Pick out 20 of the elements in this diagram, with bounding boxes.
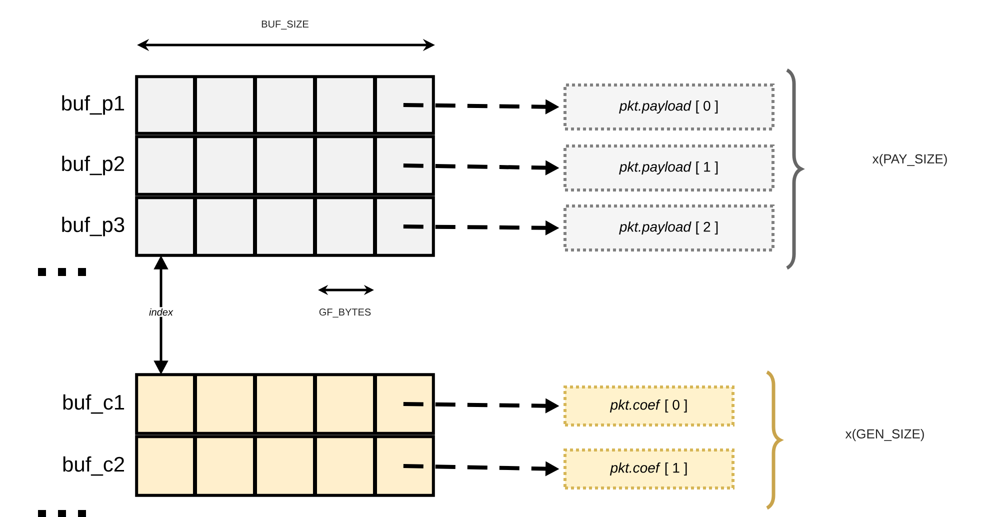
row-label: buf_c1: [63, 394, 124, 414]
buffer-row: [63, 373, 435, 435]
row-label: buf_p3: [62, 216, 124, 236]
packet-box: pkt.payload [ 2 ]: [564, 204, 774, 252]
packet-box: pkt.payload [ 1 ]: [564, 144, 774, 192]
buffer-row: [63, 435, 435, 497]
brace-label: x(PAY_SIZE): [872, 154, 947, 166]
buffer-row: [62, 75, 435, 135]
dimension-label: GF_BYTES: [319, 308, 371, 318]
buffer-row: [62, 196, 435, 257]
packet-box: pkt.coef [ 0 ]: [564, 386, 734, 426]
dimension-label: BUF_SIZE: [262, 20, 308, 30]
brace-label: x(GEN_SIZE): [845, 428, 924, 442]
row-label: buf_p1: [62, 95, 124, 115]
packet-box: pkt.payload [ 0 ]: [564, 84, 774, 130]
packet-box: pkt.coef [ 1 ]: [564, 448, 734, 490]
index-label: index: [149, 308, 174, 316]
row-label: buf_c2: [63, 456, 124, 476]
buffer-row: [62, 135, 435, 196]
row-label: buf_p2: [62, 156, 124, 176]
